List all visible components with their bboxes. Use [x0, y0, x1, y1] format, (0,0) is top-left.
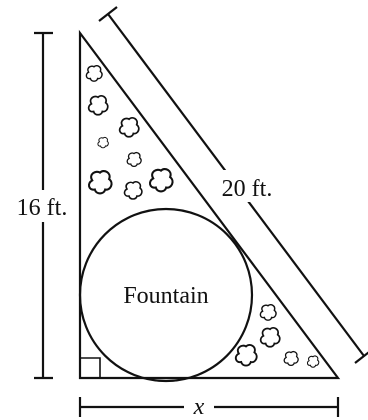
shrub-icon	[118, 117, 140, 138]
shrub-icon	[148, 168, 174, 193]
shrub-icon	[126, 152, 142, 168]
shrub-icon	[259, 327, 281, 348]
shrub-icon	[283, 351, 299, 367]
base-label: x	[193, 394, 205, 420]
hypotenuse-label: 20 ft.	[222, 176, 273, 202]
fountain-circle	[78, 207, 254, 383]
shrub-icon	[306, 355, 320, 368]
right-angle-marker	[80, 357, 101, 378]
shrub-icon	[234, 344, 258, 367]
height-label: 16 ft.	[17, 195, 68, 221]
triangle-outline	[78, 29, 341, 380]
shrub-icon	[87, 170, 113, 195]
shrub-icon	[259, 304, 277, 321]
shrub-icon	[85, 65, 103, 82]
shrub-icon	[123, 181, 143, 200]
shrub-icon	[87, 95, 109, 116]
shrub-icon	[97, 137, 109, 149]
fountain-label: Fountain	[123, 283, 208, 309]
